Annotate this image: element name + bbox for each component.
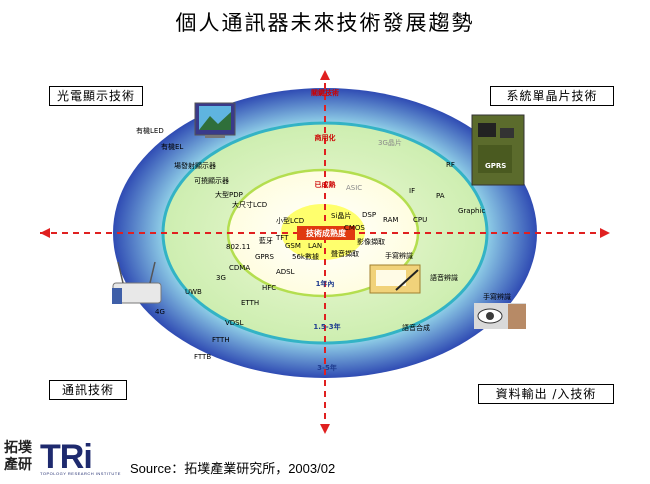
tech-lcd-small: 小型LCD	[276, 216, 304, 225]
tech-lan: LAN	[308, 242, 322, 250]
tech-camera: 影像擷取	[357, 237, 385, 246]
tech-rf: RF	[446, 161, 455, 169]
tech-flexdisp: 可撓顯示器	[194, 176, 229, 185]
tech-3g-chip: 3G晶片	[378, 138, 402, 147]
tech-3g: 3G	[216, 274, 226, 282]
tech-pdp: 大型PDP	[215, 190, 243, 199]
tech-4g: 4G	[155, 308, 165, 316]
io-tech-labels: 影像擷取 聲音擷取 手寫辨識 語音辨識 手寫辨識 語音合成	[331, 237, 511, 332]
ring2-header: 商用化	[315, 133, 336, 142]
down-arrow-icon	[320, 424, 330, 434]
tech-gprs: GPRS	[255, 253, 275, 261]
tech-hfc: HFC	[262, 284, 276, 292]
quadrant-io: 資料輸出 /入技術	[478, 384, 614, 404]
quadrant-soc: 系統單晶片技術	[490, 86, 614, 106]
tech-adsl: ADSL	[276, 268, 295, 276]
tech-pa: PA	[436, 192, 445, 200]
ring1-header: 已成熟	[315, 180, 336, 189]
ring2-time: 1.5-3年	[313, 322, 340, 331]
tech-etth: ETTH	[241, 299, 259, 307]
tech-if: IF	[409, 187, 415, 195]
router-icon	[112, 261, 162, 304]
tech-voice: 聲音擷取	[331, 249, 359, 258]
logo-brand: TRi	[40, 438, 93, 476]
tech-vdsl: VDSL	[225, 319, 244, 327]
monitor-icon	[194, 102, 236, 138]
tech-cmos: CMOS	[344, 224, 365, 232]
center-label-box	[297, 226, 355, 240]
tech-gsm: GSM	[285, 242, 301, 250]
tech-80211: 802.11	[226, 243, 251, 251]
eye-icon	[474, 303, 526, 329]
top-axis-label: 關鍵技術	[311, 88, 339, 97]
tech-speech-out: 語音合成	[402, 323, 430, 332]
tech-asic: ASIC	[346, 184, 362, 192]
logo-cjk-mark: 拓墣產研	[4, 440, 32, 473]
ring3-time: 3-5年	[317, 363, 337, 372]
quadrant-comm: 通訊技術	[49, 380, 127, 400]
tech-ram: RAM	[383, 216, 398, 224]
tech-56k: 56k數據	[292, 252, 319, 261]
chip-gprs-label: GPRS	[485, 162, 506, 170]
tech-fed: 場發射顯示器	[174, 161, 216, 170]
diagram-title: 個人通訊器未來技術發展趨勢	[176, 11, 475, 35]
axes	[40, 70, 610, 434]
tech-cpu: CPU	[413, 216, 427, 224]
tech-bluetooth: 藍牙	[259, 236, 273, 245]
tech-ftth: FTTH	[212, 336, 230, 344]
tech-uwb: UWB	[185, 288, 202, 296]
tech-audio: 語音辨識	[430, 273, 458, 282]
left-arrow-icon	[40, 228, 50, 238]
display-tech-labels: 有機LED 有機EL 場發射顯示器 可撓顯示器 大型PDP 大尺寸LCD 小型L…	[136, 126, 304, 242]
source-note: Source：拓墣產業研究所，2003/02	[130, 461, 336, 476]
tech-si: Si晶片	[331, 211, 351, 220]
tech-oel: 有機EL	[161, 142, 183, 151]
tech-oled: 有機LED	[136, 126, 164, 135]
tech-dsp: DSP	[362, 211, 376, 219]
logo-tagline: TOPOLOGY RESEARCH INSTITUTE	[40, 471, 121, 476]
right-arrow-icon	[600, 228, 610, 238]
soc-tech-labels: 3G晶片 RF ASIC IF PA Graphic Si晶片 DSP RAM …	[331, 138, 485, 232]
tech-hand: 手寫辨識	[385, 251, 413, 260]
ring1-time: 1年內	[316, 279, 335, 288]
tech-lcd-large: 大尺寸LCD	[232, 200, 267, 209]
tech-fttb: FTTB	[194, 353, 211, 361]
tech-graphic: Graphic	[458, 207, 485, 215]
tech-handwriting: 手寫辨識	[483, 292, 511, 301]
quadrant-display: 光電顯示技術	[49, 86, 143, 106]
tech-tft: TFT	[275, 234, 289, 242]
tech-cdma: CDMA	[229, 264, 250, 272]
pen-tablet-icon	[369, 264, 421, 294]
up-arrow-icon	[320, 70, 330, 80]
chip-icon: GPRS	[471, 114, 525, 186]
center-label: 技術成熟度	[306, 228, 347, 238]
comm-tech-labels: 802.11 藍牙 GSM LAN GPRS 56k數據 CDMA ADSL 3…	[155, 236, 322, 361]
